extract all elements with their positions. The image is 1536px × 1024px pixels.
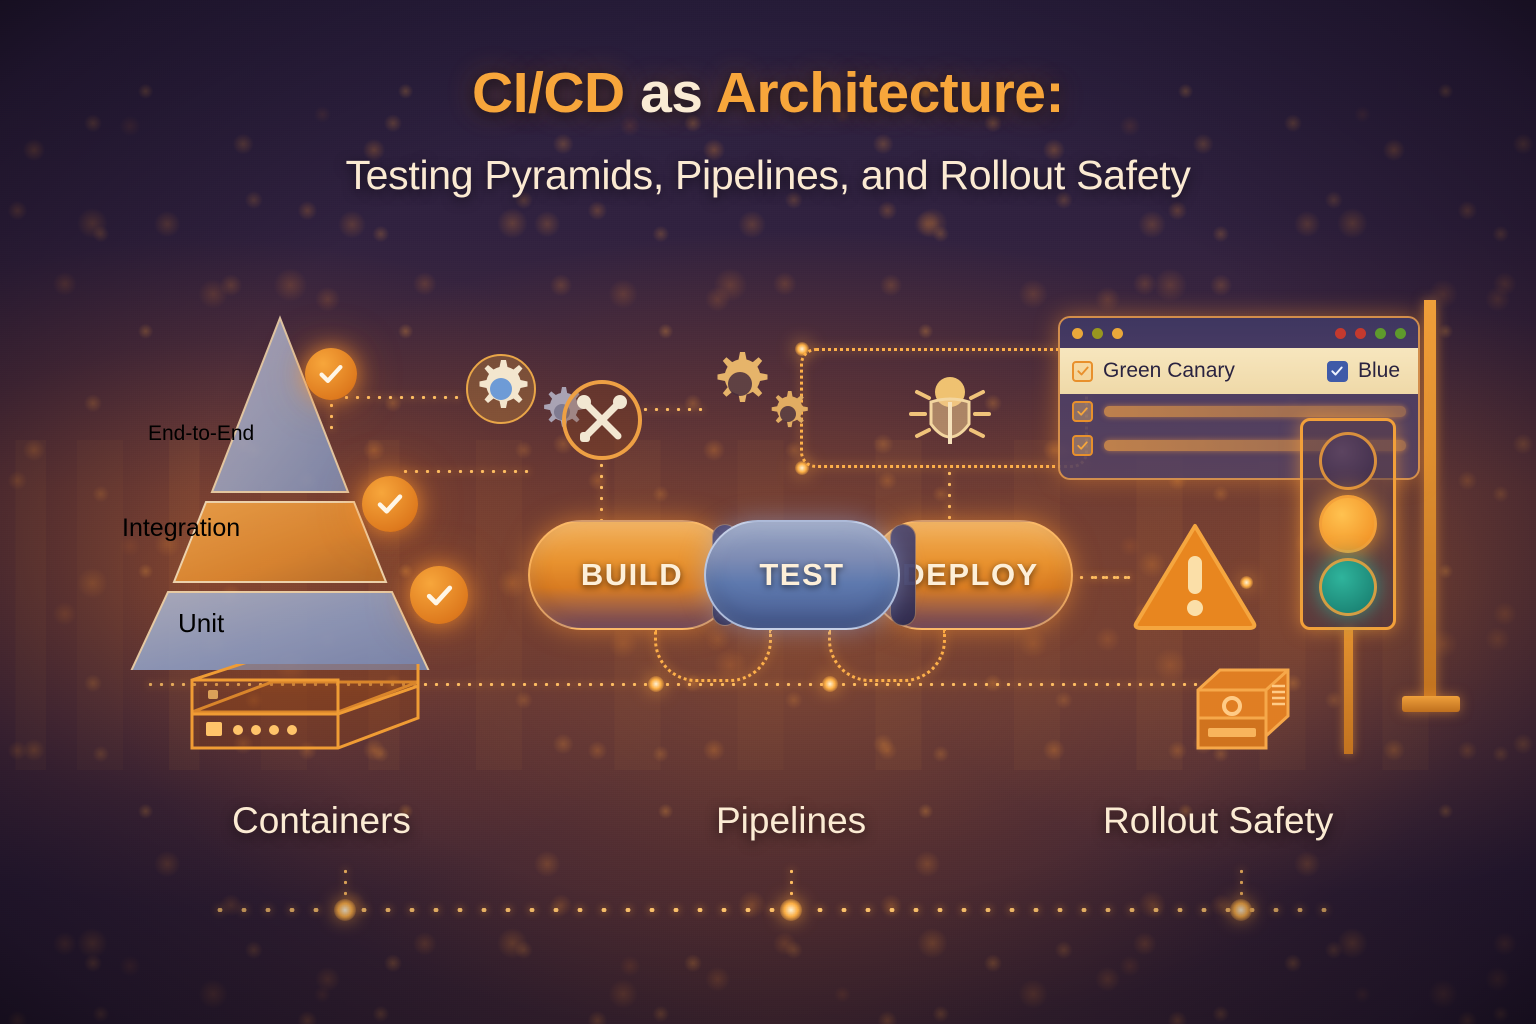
blue-label: Blue bbox=[1357, 359, 1400, 382]
window-dots-right bbox=[1335, 327, 1406, 339]
window-title-bar bbox=[1060, 318, 1418, 348]
pipeline-loop-left bbox=[654, 630, 772, 682]
checklist-row-1-placeholder bbox=[1104, 405, 1406, 417]
connector-vertical-tools bbox=[600, 460, 603, 522]
footer-timeline-bus bbox=[208, 908, 1328, 912]
warning-triangle-shape bbox=[1133, 524, 1257, 630]
server-box-icon bbox=[1196, 668, 1290, 750]
traffic-light[interactable] bbox=[1300, 418, 1396, 754]
pipeline-stage-test[interactable]: TEST bbox=[704, 520, 900, 630]
green-canary-checkbox[interactable] bbox=[1072, 360, 1093, 382]
window-dot-2[interactable] bbox=[1092, 327, 1103, 339]
window-dot-6[interactable] bbox=[1375, 327, 1386, 339]
title-word-as: as bbox=[640, 61, 703, 125]
bus-node-b bbox=[822, 676, 838, 692]
bug-icon bbox=[909, 377, 991, 444]
window-dot-7[interactable] bbox=[1395, 327, 1406, 339]
title-accent-architecture: Architecture: bbox=[715, 61, 1065, 125]
gear-icon-blue-core bbox=[466, 354, 536, 424]
traffic-lamp-green[interactable] bbox=[1319, 558, 1377, 617]
traffic-light-mast bbox=[1424, 300, 1436, 700]
checklist-row-2-checkbox[interactable] bbox=[1072, 434, 1093, 456]
traffic-lamp-amber[interactable] bbox=[1319, 494, 1377, 553]
check-icon bbox=[377, 494, 403, 514]
footer-node-pipelines bbox=[780, 899, 802, 921]
bus-node-a bbox=[648, 676, 664, 692]
pipeline-loop-right bbox=[828, 630, 946, 682]
bus-node-c bbox=[795, 342, 809, 356]
traffic-light-base bbox=[1402, 696, 1460, 712]
connector-tools-to-gearlarge bbox=[640, 408, 706, 411]
check-icon bbox=[1077, 406, 1088, 416]
pyramid-badge-stem bbox=[330, 400, 333, 430]
title-accent-cicd: CI/CD bbox=[472, 61, 625, 125]
check-icon bbox=[1076, 366, 1089, 376]
window-dot-4[interactable] bbox=[1335, 327, 1346, 339]
pipeline-stage-deploy-label: DEPLOY bbox=[902, 557, 1039, 592]
pyramid-check-badge-integration[interactable] bbox=[362, 476, 418, 532]
server-stack-icon bbox=[190, 664, 420, 750]
pyramid-check-badge-e2e[interactable] bbox=[305, 348, 357, 400]
traffic-lamp-red[interactable] bbox=[1319, 431, 1377, 490]
check-icon bbox=[319, 365, 343, 383]
page-subtitle: Testing Pyramids, Pipelines, and Rollout… bbox=[345, 152, 1191, 198]
check-icon bbox=[426, 585, 452, 605]
checklist-row-1-checkbox[interactable] bbox=[1072, 400, 1093, 422]
window-dots-left bbox=[1072, 327, 1123, 339]
pyramid-layer-label-e2e: End-to-End bbox=[148, 422, 255, 445]
footer-node-containers bbox=[334, 899, 356, 921]
testing-pyramid: End-to-End Integration Unit bbox=[90, 310, 510, 683]
check-icon bbox=[1331, 366, 1344, 376]
cicd-pipeline-capsule: BUILD TEST DEPLOY bbox=[528, 520, 1073, 630]
green-canary-label: Green Canary bbox=[1103, 359, 1235, 382]
traffic-light-pole bbox=[1343, 630, 1353, 754]
connector-vertical-bug bbox=[948, 468, 951, 520]
window-dot-3[interactable] bbox=[1112, 327, 1123, 339]
footer-label-rollout-safety: Rollout Safety bbox=[1103, 800, 1334, 841]
traffic-light-housing bbox=[1300, 418, 1396, 630]
bus-node-d bbox=[795, 461, 809, 475]
pyramid-layer-label-unit: Unit bbox=[178, 608, 225, 638]
gear-icon-small bbox=[771, 391, 808, 428]
title-block: CI/CD as Architecture: Testing Pyramids,… bbox=[0, 60, 1536, 199]
check-icon bbox=[1077, 440, 1088, 450]
footer-node-rollout bbox=[1230, 899, 1252, 921]
warning-triangle-icon[interactable] bbox=[1131, 520, 1259, 637]
page-title: CI/CD as Architecture: bbox=[0, 60, 1536, 126]
footer-label-pipelines: Pipelines bbox=[716, 800, 867, 841]
wrench-screwdriver-icon bbox=[562, 380, 642, 460]
connector-deploy-right bbox=[1065, 576, 1127, 579]
pipeline-stage-build-label: BUILD bbox=[580, 557, 684, 592]
window-dot-1[interactable] bbox=[1072, 327, 1083, 339]
pyramid-check-badge-unit[interactable] bbox=[410, 566, 468, 624]
pyramid-layer-label-integration: Integration bbox=[122, 514, 241, 542]
blue-checkbox[interactable] bbox=[1326, 360, 1348, 382]
window-dot-5[interactable] bbox=[1355, 327, 1366, 339]
deployment-strategy-row: Green Canary Blue bbox=[1060, 348, 1418, 394]
pipeline-stage-test-label: TEST bbox=[759, 557, 845, 592]
footer-label-containers: Containers bbox=[232, 800, 411, 841]
